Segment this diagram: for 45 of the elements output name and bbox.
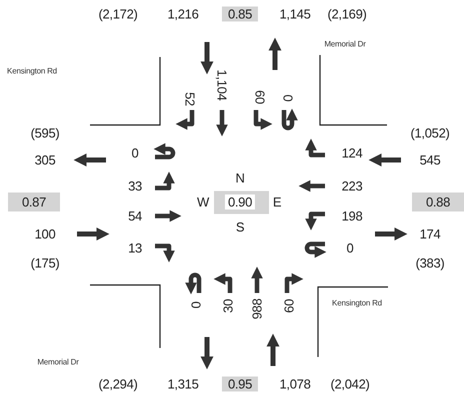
- volume-value: 60: [282, 299, 296, 313]
- volume-value: 124: [342, 146, 362, 160]
- peak-hour-factor: 0.87: [8, 192, 60, 212]
- volume-value: 1,104: [214, 69, 230, 101]
- volume-value: 13: [128, 240, 142, 256]
- compass-letter: N: [235, 170, 245, 186]
- compass-letter: W: [197, 194, 209, 210]
- volume-value: (595): [30, 126, 60, 140]
- volume-value: (2,294): [98, 376, 138, 392]
- volume-value: (175): [30, 256, 60, 270]
- street-name: Kensington Rd: [7, 66, 57, 78]
- volume-value: 33: [128, 178, 142, 194]
- volume-value: 988: [250, 298, 264, 320]
- volume-value: 0: [132, 146, 138, 160]
- peak-hour-factor: 0.88: [412, 192, 464, 212]
- compass-letter: E: [272, 194, 282, 210]
- peak-hour-factor: 0.85: [222, 6, 258, 22]
- volume-value: 1,145: [279, 6, 311, 22]
- volume-value: 52: [182, 92, 198, 106]
- street-name: Kensington Rd: [332, 298, 382, 310]
- street-name: Memorial Dr: [324, 38, 366, 50]
- volume-value: 545: [420, 152, 440, 168]
- peak-hour-factor: 0.95: [222, 376, 258, 392]
- volume-value: (2,172): [98, 6, 138, 22]
- volume-value: (2,042): [330, 376, 370, 392]
- volume-value: (383): [416, 256, 444, 270]
- volume-value: (1,052): [410, 126, 450, 140]
- volume-value: 0: [346, 240, 354, 256]
- volume-value: 100: [34, 226, 56, 242]
- volume-value: 1,315: [167, 376, 199, 392]
- volume-value: 0: [280, 94, 296, 102]
- volume-value: 198: [342, 208, 362, 224]
- volume-value: (2,169): [327, 6, 367, 22]
- street-name: Memorial Dr: [37, 356, 79, 368]
- peak-hour-factor: 0.90: [224, 194, 256, 210]
- volume-value: 60: [252, 90, 268, 104]
- volume-value: 1,216: [167, 6, 199, 22]
- volume-value: 174: [420, 226, 440, 242]
- volume-value: 1,078: [279, 376, 311, 392]
- volume-value: 223: [342, 178, 362, 194]
- volume-value: 30: [220, 299, 236, 313]
- volume-value: 54: [128, 208, 142, 224]
- volume-value: 0: [188, 302, 204, 308]
- volume-value: 305: [34, 152, 56, 168]
- compass-letter: S: [236, 220, 244, 234]
